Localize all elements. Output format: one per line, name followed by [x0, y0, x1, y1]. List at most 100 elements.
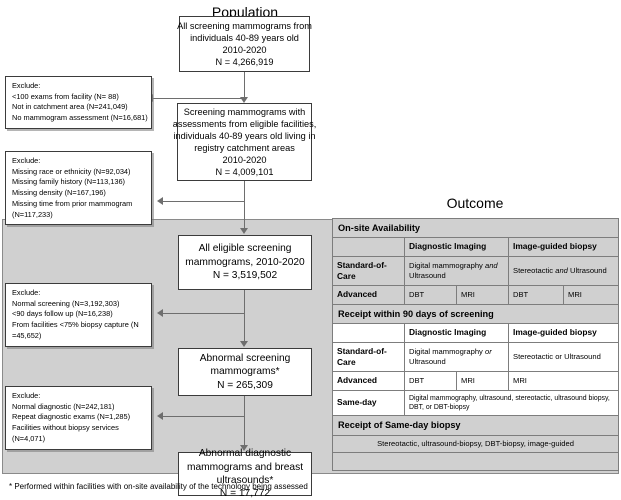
cell-standard-biopsy: Stereotactic and Ultrasound	[507, 255, 620, 287]
col-header-image-guided-biopsy: Image-guided biopsy	[507, 237, 620, 257]
table-row-section1-title: On-site Availability	[331, 217, 620, 239]
outcome-table: On-site Availability Diagnostic Imaging …	[331, 217, 620, 471]
table-row-section2-title: Receipt within 90 days of screening	[331, 303, 620, 325]
cell-text: Stereotactic	[513, 265, 556, 275]
cell-text: Digital mammography	[409, 346, 485, 356]
cell-text-emphasis: or	[484, 346, 492, 356]
arrow-to-abnormal-diagnostic	[240, 445, 248, 451]
arrow-pop-to-elig	[240, 97, 248, 103]
connector-pop-to-exclude1	[152, 98, 245, 99]
row-label-same-day: Same-day	[332, 389, 405, 417]
row-label-standard-of-care: Standard-of-Care	[332, 341, 405, 373]
population-box: All screening mammograms from individual…	[177, 16, 312, 72]
connector-to-exclude4	[162, 416, 245, 417]
table-row-section3-value: Stereotactic, ultrasound-biopsy, DBT-bio…	[331, 434, 620, 453]
table-row-section2-sameday: Same-day Digital mammography, ultrasound…	[332, 389, 620, 417]
box-line: Abnormal diagnostic	[198, 448, 292, 460]
connector-pop-stem	[244, 72, 245, 73]
box-line: All screening mammograms from	[177, 20, 312, 31]
exclude-line: <90 days follow up (N=16,238)	[12, 309, 113, 319]
outcome-heading: Outcome	[446, 195, 504, 211]
cell-standard-biopsy: Stereotactic or Ultrasound	[507, 341, 620, 373]
cell-same-day-value: Digital mammography, ultrasound, stereot…	[403, 389, 620, 417]
table-row-section1-colheaders: Diagnostic Imaging Image-guided biopsy	[332, 237, 620, 257]
exclude-line: Exclude:	[12, 288, 41, 297]
table-row-section2-colheaders: Diagnostic Imaging Image-guided biopsy	[332, 323, 620, 343]
box-line: ultrasounds*	[216, 475, 274, 486]
box-line: mammograms*	[210, 366, 280, 378]
box-line: N = 17,772	[219, 488, 271, 500]
box-line: individuals 40-89 years old	[190, 32, 299, 43]
empty-cell	[331, 451, 620, 471]
cell-advanced-mri-biopsy: MRI	[507, 371, 620, 391]
exclude-line: Not in catchment area (N=241,049)	[12, 102, 128, 112]
box-line: assessments from eligible facilities,	[172, 118, 317, 129]
col-header-diagnostic-imaging: Diagnostic Imaging	[404, 323, 509, 343]
exclude-box-1: Exclude: <100 exams from facility (N= 88…	[5, 76, 152, 129]
abnormal-screening-box: Abnormal screening mammograms* N = 265,3…	[178, 348, 312, 396]
box-line: Abnormal screening	[199, 352, 291, 364]
section1-title: On-site Availability	[331, 217, 620, 239]
connector-alleligible-stem	[244, 290, 245, 342]
table-row-section2-standard: Standard-of-Care Digital mammography or …	[332, 341, 620, 373]
box-line: 2010-2020	[222, 45, 267, 55]
connector-abnormal-stem	[244, 396, 245, 446]
exclude-line: =45,652)	[12, 330, 42, 340]
box-line: Screening mammograms with	[183, 106, 306, 117]
eligible-facilities-box: Screening mammograms with assessments fr…	[173, 103, 316, 181]
exclude-line: Missing density (N=167,196)	[12, 188, 106, 198]
box-line: mammograms, 2010-2020	[185, 256, 305, 268]
arrow-to-exclude4	[157, 412, 163, 420]
exclude-box-3: Exclude: Normal screening (N=3,192,303) …	[5, 283, 152, 347]
empty-cell	[332, 323, 405, 343]
cell-text-emphasis: and	[484, 260, 498, 270]
abnormal-diagnostic-box: Abnormal diagnostic mammograms and breas…	[178, 448, 312, 499]
footnote: * Performed within facilities with on-si…	[9, 482, 308, 491]
table-row-spacer	[331, 451, 620, 471]
exclude-line: Repeat diagnostic exams (N=1,285)	[12, 412, 131, 422]
cell-text: Ultrasound	[409, 356, 446, 366]
exclude-line: (N=117,233)	[12, 209, 53, 219]
cell-advanced-mri-imaging: MRI	[456, 371, 509, 391]
table-row-section1-standard: Standard-of-Care Digital mammography and…	[332, 255, 620, 287]
box-line: N = 3,519,502	[212, 270, 278, 282]
table-row-section2-advanced: Advanced DBT MRI MRI	[332, 371, 620, 391]
row-label-standard-of-care: Standard-of-Care	[332, 255, 405, 287]
cell-standard-diagnostic: Digital mammography and Ultrasound	[404, 255, 509, 287]
empty-cell	[332, 237, 405, 257]
box-line: mammograms and breast	[186, 461, 304, 473]
exclude-line: Missing time from prior mammogram	[12, 198, 133, 208]
cell-advanced-dbt-imaging: DBT	[404, 285, 457, 305]
box-line: registry catchment areas	[194, 143, 295, 153]
table-row-section3-title: Receipt of Same-day biopsy	[331, 415, 620, 436]
col-header-image-guided-biopsy: Image-guided biopsy	[507, 323, 620, 343]
exclude-box-4: Exclude: Normal diagnostic (N=242,181) R…	[5, 386, 152, 450]
box-line: All eligible screening	[198, 243, 292, 255]
cell-text-emphasis: and	[555, 265, 568, 275]
connector-to-exclude3	[162, 313, 245, 314]
cell-advanced-mri-biopsy: MRI	[562, 285, 620, 305]
exclude-line: Normal diagnostic (N=242,181)	[12, 401, 115, 411]
box-line: N = 265,309	[217, 379, 273, 391]
box-line: N = 4,266,919	[215, 57, 274, 68]
cell-advanced-mri-imaging: MRI	[456, 285, 509, 305]
row-label-advanced: Advanced	[332, 371, 405, 391]
all-eligible-box: All eligible screening mammograms, 2010-…	[178, 235, 312, 290]
cell-text: Ultrasound	[567, 265, 607, 275]
exclude-line: Normal screening (N=3,192,303)	[12, 298, 120, 308]
table-row-section1-advanced: Advanced DBT MRI DBT MRI	[332, 285, 620, 305]
exclude-line: Exclude:	[12, 156, 41, 165]
arrow-to-alleligible	[240, 228, 248, 234]
exclude-line: Missing race or ethnicity (N=92,034)	[12, 166, 131, 176]
exclude-line: (N=4,071)	[12, 433, 46, 443]
cell-text: Digital mammography	[409, 260, 485, 270]
box-line: 2010-2020	[222, 155, 267, 166]
exclude-line: <100 exams from facility (N= 88)	[12, 91, 119, 101]
arrow-to-abnormal-screening	[240, 341, 248, 347]
box-line: N = 4,009,101	[215, 167, 274, 178]
exclude-line: Facilities without biopsy services	[12, 423, 119, 433]
connector-pop-to-elig	[244, 72, 245, 98]
col-header-diagnostic-imaging: Diagnostic Imaging	[404, 237, 509, 257]
cell-advanced-dbt-biopsy: DBT	[508, 285, 564, 305]
